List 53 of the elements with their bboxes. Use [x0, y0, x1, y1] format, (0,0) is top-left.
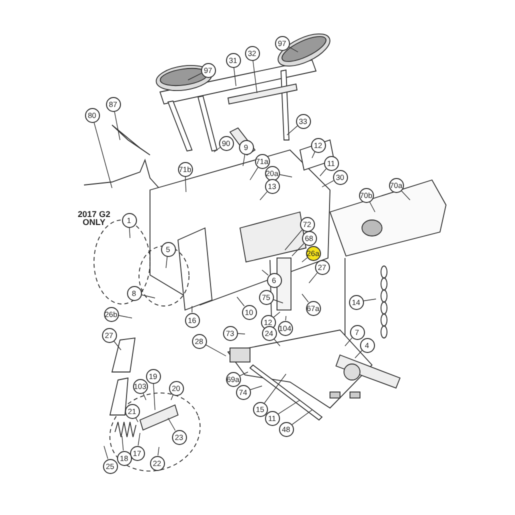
leader-line	[234, 67, 236, 86]
leader-line	[292, 410, 312, 425]
leader-line	[273, 312, 280, 318]
leader-line	[260, 191, 268, 200]
leader-line	[279, 174, 292, 178]
leader-line	[354, 350, 362, 358]
leader-line	[262, 270, 269, 276]
leader-line	[250, 386, 262, 390]
leader-line	[153, 383, 156, 410]
leader-line	[184, 176, 186, 192]
leader-line	[369, 201, 376, 212]
leader-line	[205, 344, 226, 356]
leader-line	[286, 126, 298, 136]
leader-line	[302, 294, 309, 302]
leader-line	[158, 446, 160, 456]
leader-line	[214, 147, 220, 152]
leader-line	[344, 337, 352, 346]
leader-line	[113, 340, 122, 350]
leader-line	[114, 111, 120, 140]
leader-line	[284, 229, 302, 250]
leader-line	[140, 294, 156, 298]
leader-line	[138, 432, 140, 446]
leader-line	[94, 122, 112, 188]
leader-line	[264, 374, 286, 404]
leader-line	[278, 400, 300, 414]
leader-line	[322, 180, 334, 188]
leader-line	[400, 190, 410, 200]
leader-line	[292, 243, 304, 256]
leader-line	[363, 298, 376, 302]
leader-line	[129, 227, 130, 238]
leader-line	[285, 316, 286, 321]
leader-line	[118, 315, 132, 318]
leader-line	[236, 296, 245, 306]
leader-line	[237, 333, 246, 334]
leader-line	[320, 168, 326, 176]
leader-line	[272, 299, 284, 304]
leader-line	[312, 151, 316, 158]
leader-line	[302, 257, 308, 262]
leader-line	[288, 46, 298, 52]
leader-line	[142, 392, 146, 400]
leader-line	[239, 372, 248, 376]
note-text: 2017 G2 ONLY	[76, 210, 112, 226]
leader-line	[274, 338, 280, 346]
leader-line	[308, 272, 318, 284]
leader-line	[122, 436, 124, 451]
leader-line	[188, 73, 202, 80]
leader-line	[170, 394, 174, 400]
leader-line	[242, 154, 246, 166]
leader-line	[252, 60, 258, 94]
leader-line	[250, 167, 258, 180]
leader-line	[166, 256, 168, 268]
leader-line	[168, 418, 176, 431]
leader-line	[104, 446, 108, 460]
